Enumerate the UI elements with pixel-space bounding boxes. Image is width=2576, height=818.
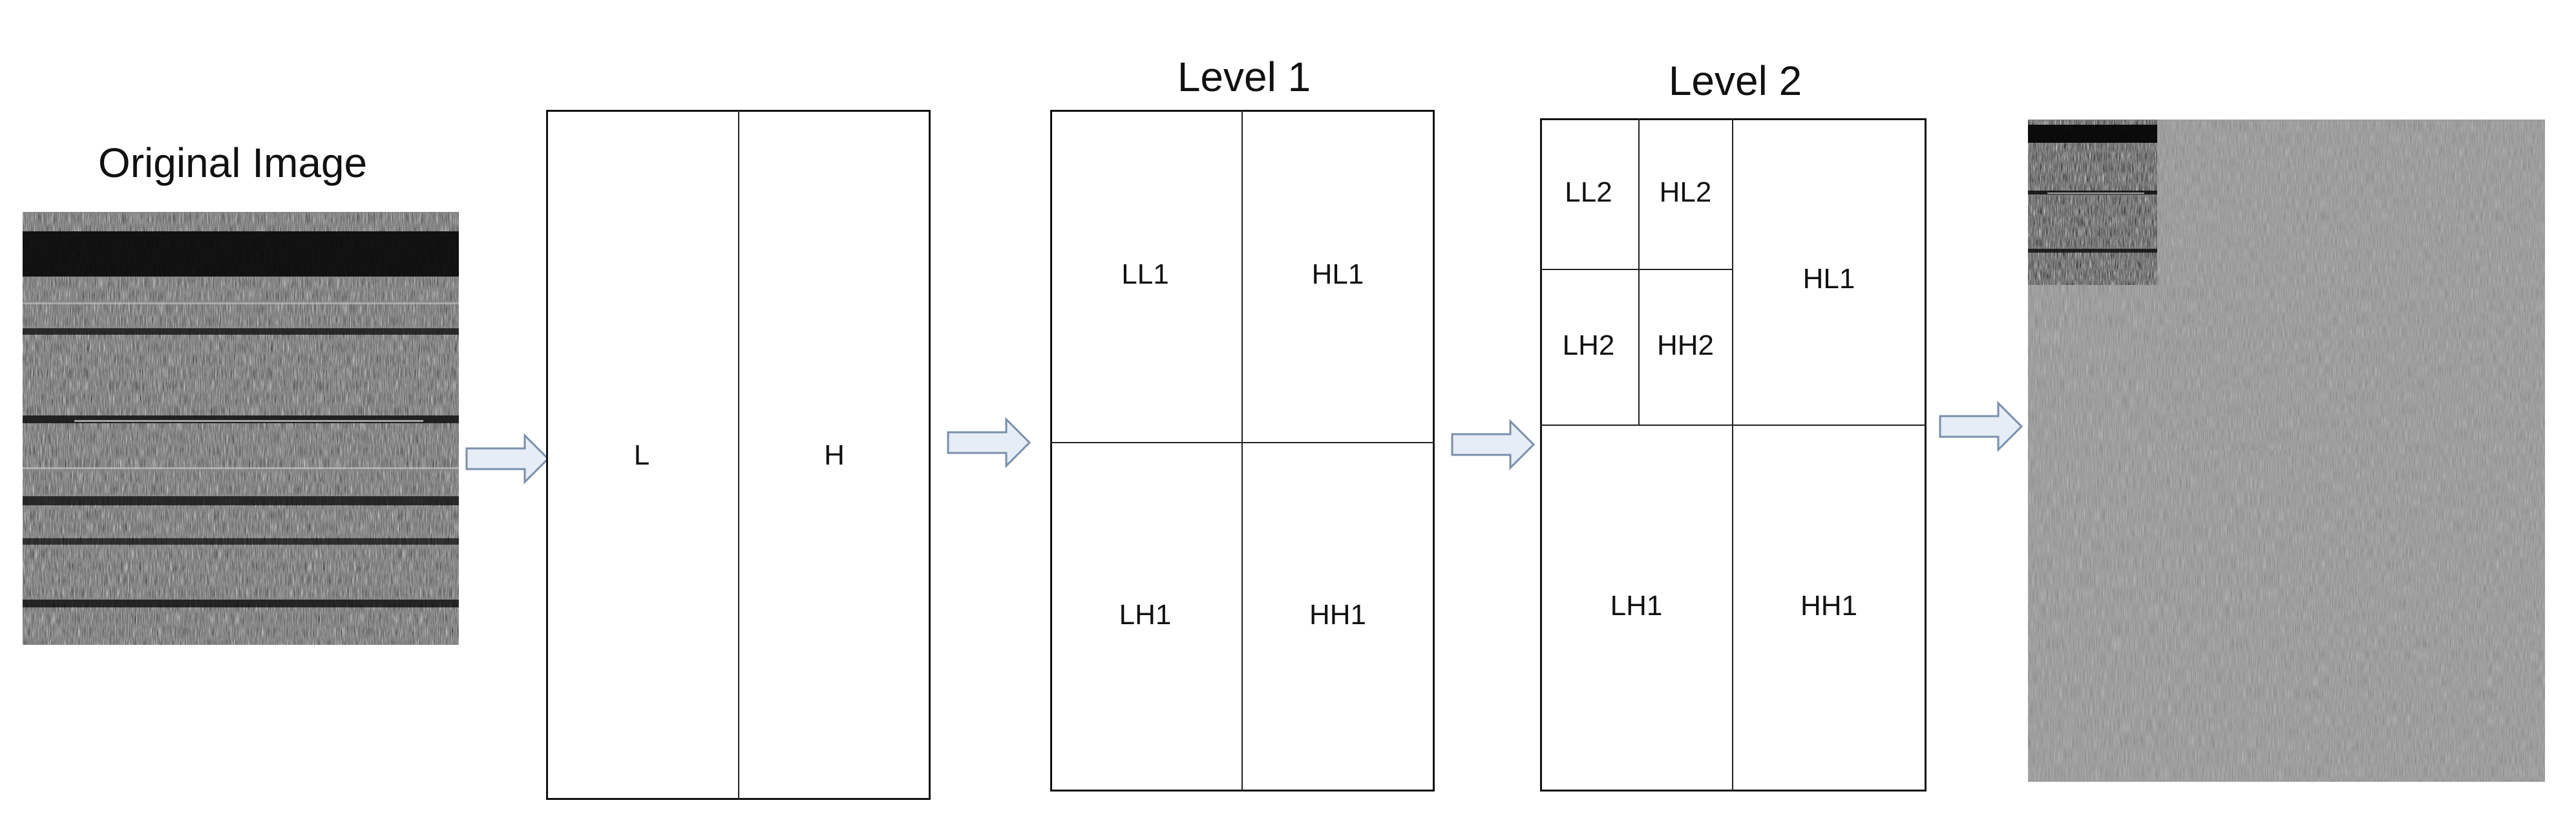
band-label-h: H xyxy=(824,439,845,471)
level-1-vertical-divider xyxy=(1241,110,1243,792)
band-label-l: L xyxy=(633,439,650,471)
band-label-lh1: LH1 xyxy=(1119,599,1172,631)
band-label-ll2: LL2 xyxy=(1565,176,1612,208)
band-label-ll1: LL1 xyxy=(1121,258,1169,290)
level-2-sub-vertical-divider xyxy=(1638,118,1640,425)
right-arrow-icon xyxy=(465,433,549,485)
band-label-lh2: LH2 xyxy=(1562,330,1615,361)
original-image-texture xyxy=(23,212,459,645)
level-2-box xyxy=(1540,118,1927,792)
level-2-main-vertical-divider xyxy=(1732,118,1733,792)
level-2-main-horizontal-divider xyxy=(1540,425,1927,426)
band-label-hl2: HL2 xyxy=(1659,176,1712,208)
original-image-title: Original Image xyxy=(98,140,368,186)
level-2-title: Level 2 xyxy=(1668,58,1802,104)
level-1-horizontal-divider xyxy=(1050,442,1435,443)
wavelet-decomposition-texture xyxy=(2028,120,2545,782)
original-image xyxy=(23,212,459,645)
band-label-hh2: HH2 xyxy=(1656,330,1715,361)
band-label-level2-lh1: LH1 xyxy=(1610,590,1663,622)
right-arrow-icon xyxy=(1939,401,2023,452)
lh-divider xyxy=(738,110,739,800)
level-1-title: Level 1 xyxy=(1177,54,1311,100)
band-label-hh1: HH1 xyxy=(1309,599,1367,631)
level-2-sub-horizontal-divider xyxy=(1540,269,1732,270)
right-arrow-icon xyxy=(1451,419,1535,470)
band-label-level2-hl1: HL1 xyxy=(1802,263,1855,295)
right-arrow-icon xyxy=(947,417,1031,468)
wavelet-decomposition-image xyxy=(2028,120,2545,782)
band-label-level2-hh1: HH1 xyxy=(1800,590,1858,622)
band-label-hl1: HL1 xyxy=(1311,258,1364,290)
